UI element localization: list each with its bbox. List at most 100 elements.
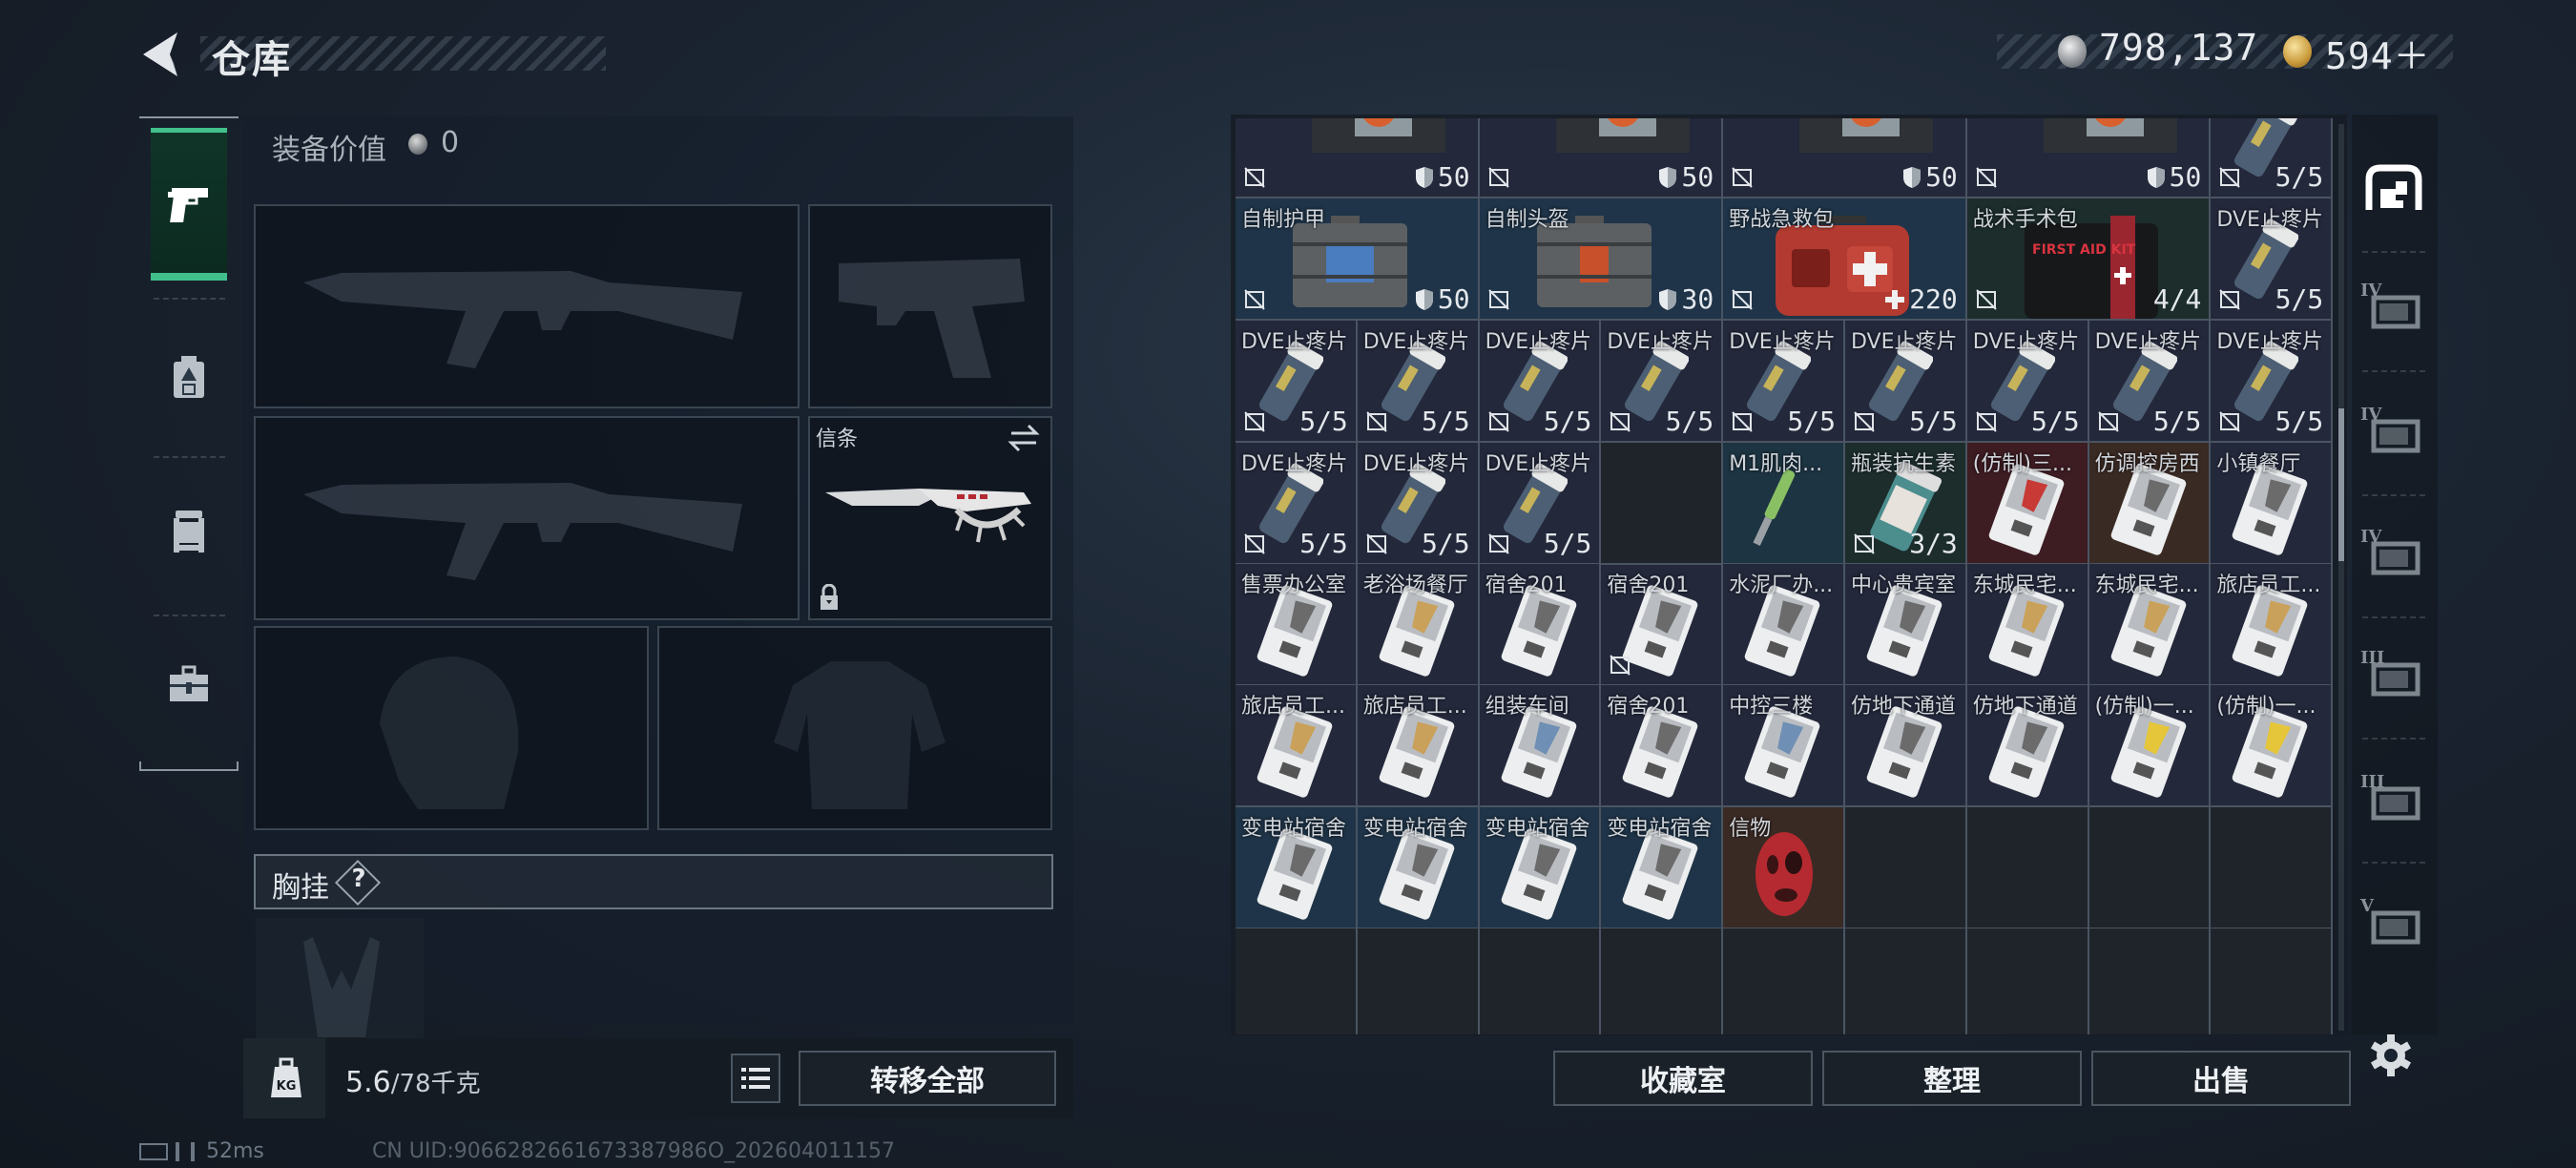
inventory-item[interactable]: 组装车间 <box>1479 685 1602 807</box>
help-icon[interactable]: ? <box>351 865 366 893</box>
tab-case-iii-a[interactable]: III <box>2358 644 2429 711</box>
inventory-item[interactable]: 宿舍201 <box>1601 685 1724 807</box>
slot-primary-weapon-1[interactable] <box>254 204 800 408</box>
inventory-item[interactable]: 50 <box>1723 118 1967 198</box>
list-view-button[interactable] <box>731 1053 780 1103</box>
transfer-all-button[interactable]: 转移全部 <box>799 1051 1056 1106</box>
inventory-item[interactable]: 中心贵宾室 <box>1845 564 1967 686</box>
empty-slot[interactable] <box>2211 807 2333 929</box>
inventory-item[interactable]: 50 <box>1479 118 1724 198</box>
warehouse-scrollbar-thumb[interactable] <box>2338 408 2344 561</box>
tab-backpack[interactable] <box>151 324 227 429</box>
tab-toolbox[interactable] <box>151 632 227 737</box>
empty-slot[interactable] <box>1966 928 2089 1034</box>
inventory-item[interactable]: 旅店员工... <box>2211 564 2333 686</box>
tab-case-iv-b[interactable]: IV <box>2358 401 2429 468</box>
tab-case-v[interactable]: V <box>2358 892 2429 959</box>
empty-slot[interactable] <box>1601 928 1724 1034</box>
empty-slot[interactable] <box>1601 443 1724 565</box>
slot-helmet[interactable] <box>254 626 649 830</box>
inventory-item[interactable]: 仿地下通道 <box>1966 685 2089 807</box>
inventory-item[interactable]: 东城民宅... <box>2088 564 2212 686</box>
inventory-item[interactable]: 信物 <box>1723 807 1845 929</box>
slot-chest-rig[interactable] <box>256 918 424 1042</box>
empty-slot[interactable] <box>1845 807 1967 929</box>
inventory-item[interactable]: 售票办公室 <box>1236 564 1358 686</box>
sell-button[interactable]: 出售 <box>2091 1051 2351 1106</box>
inventory-item[interactable]: (仿制)三... <box>1966 443 2089 565</box>
inventory-item[interactable]: 仿地下通道 <box>1845 685 1967 807</box>
settings-button[interactable] <box>2368 1032 2414 1078</box>
gold-coin-balance[interactable]: 594＋ <box>2325 35 2431 77</box>
inventory-item[interactable]: 旅店员工... <box>1236 685 1358 807</box>
tab-case-iii-b[interactable]: III <box>2358 768 2429 835</box>
slot-melee[interactable] <box>808 416 1052 620</box>
empty-slot[interactable] <box>1723 928 1845 1034</box>
inventory-item[interactable]: 变电站宿舍 <box>1236 807 1358 929</box>
slot-body-armor[interactable] <box>657 626 1052 830</box>
inventory-item[interactable]: (仿制)一... <box>2088 685 2212 807</box>
inventory-item[interactable]: 5/5 <box>2211 118 2333 198</box>
inventory-item[interactable]: 中控三楼 <box>1723 685 1845 807</box>
inventory-item[interactable]: (仿制)一... <box>2211 685 2333 807</box>
empty-slot[interactable] <box>1479 928 1602 1034</box>
empty-slot[interactable] <box>1357 928 1480 1034</box>
empty-slot[interactable] <box>1845 928 1967 1034</box>
slot-sidearm[interactable] <box>808 204 1052 408</box>
tab-all-containers[interactable] <box>2358 157 2429 224</box>
inventory-item[interactable]: 宿舍201 <box>1479 564 1602 686</box>
empty-slot[interactable] <box>2211 928 2333 1034</box>
inventory-item[interactable]: 仿调控房西 <box>2088 443 2212 565</box>
tab-case-iv-c[interactable]: IV <box>2358 523 2429 590</box>
inventory-item[interactable]: 50 <box>1966 118 2212 198</box>
equipment-value-label: 装备价值 <box>272 134 386 167</box>
page-title: 仓库 <box>212 38 292 82</box>
empty-slot[interactable] <box>1236 928 1358 1034</box>
tab-case-iv-a[interactable]: IV <box>2358 277 2429 344</box>
inventory-item[interactable]: 50 <box>1236 118 1480 198</box>
injector-item-icon <box>1744 462 1801 561</box>
tab-weapons[interactable] <box>151 128 227 281</box>
empty-slot[interactable] <box>1966 807 2089 929</box>
item-quantity: 5/5 <box>1299 528 1348 559</box>
empty-slot[interactable] <box>2088 807 2212 929</box>
inventory-item[interactable]: 宿舍201 <box>1601 564 1724 686</box>
back-button[interactable] <box>135 29 187 80</box>
inventory-item[interactable]: 小镇餐厅 <box>2211 443 2333 565</box>
inventory-item[interactable]: 老浴场餐厅 <box>1357 564 1480 686</box>
empty-slot[interactable] <box>2088 928 2212 1034</box>
sort-button[interactable]: 整理 <box>1822 1051 2082 1106</box>
collection-room-button[interactable]: 收藏室 <box>1553 1051 1813 1106</box>
inventory-item[interactable]: 东城民宅... <box>1966 564 2089 686</box>
warehouse-scrollbar[interactable] <box>2338 124 2344 1031</box>
swap-button[interactable] <box>1008 424 1040 452</box>
inventory-item[interactable]: 变电站宿舍 <box>1479 807 1602 929</box>
inventory-item[interactable]: 变电站宿舍 <box>1601 807 1724 929</box>
tool-case-icon <box>2364 408 2423 460</box>
inventory-item[interactable]: 水泥厂办... <box>1723 564 1845 686</box>
inventory-item[interactable]: M1肌肉... <box>1723 443 1845 565</box>
slot-primary-weapon-2[interactable] <box>254 416 800 620</box>
inventory-item[interactable]: 变电站宿舍 <box>1357 807 1480 929</box>
inventory-item[interactable]: 旅店员工... <box>1357 685 1480 807</box>
tab-chest-rig[interactable] <box>151 479 227 584</box>
